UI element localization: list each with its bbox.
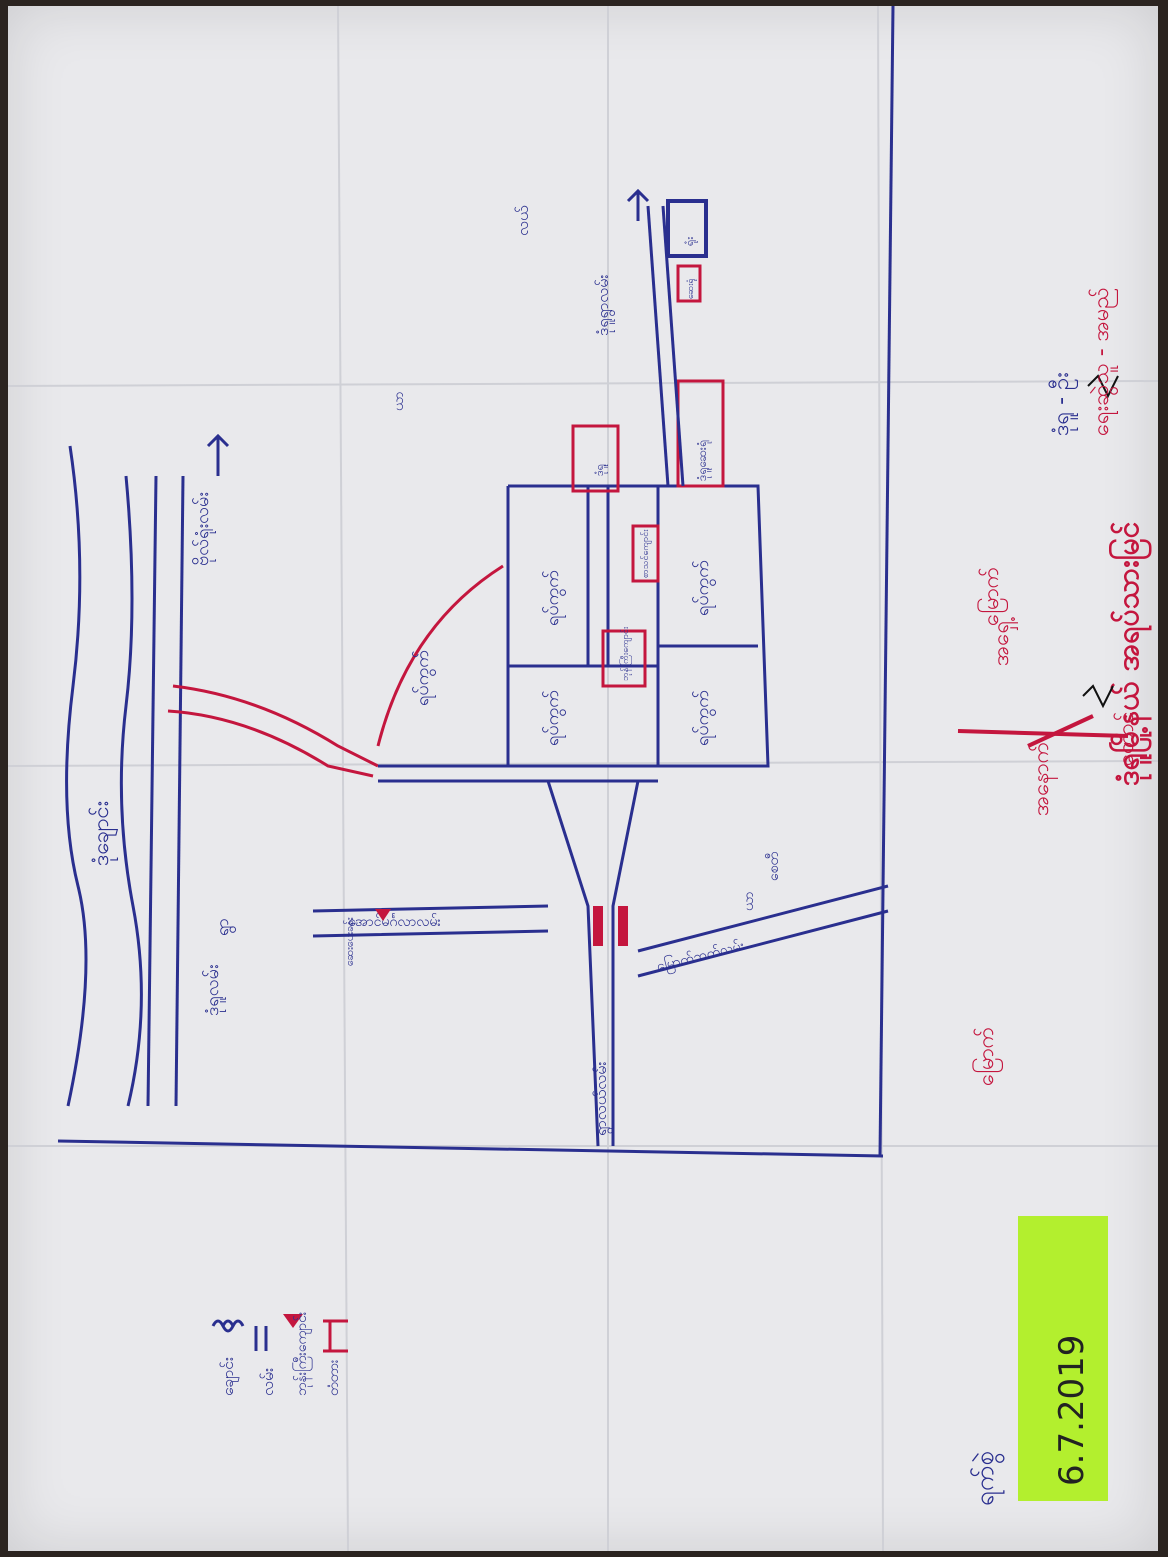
- red-road-a: [172, 684, 379, 768]
- compass-east: အရှေ့: [989, 616, 1019, 666]
- lower-road-a: [546, 780, 600, 1147]
- street-1: [312, 904, 549, 938]
- quarter-5-label: ရပ်ကွက်: [692, 690, 716, 746]
- map-border-right: [878, 5, 895, 1157]
- map-sheet: ဒုံချောင်း ဗိုလ်ရုံးလမ်း ရွာ ရွာလယ်လမ်း …: [7, 5, 1159, 1552]
- legend-river-icon: [211, 1319, 245, 1333]
- legend-marker-icon: [283, 1314, 303, 1328]
- legend-marker-label: ဘုန်းကြီးကျောင်း: [293, 1311, 312, 1396]
- red-road-c: [376, 564, 504, 747]
- river-line: [65, 445, 88, 1107]
- legend-road-icon: [254, 1326, 268, 1351]
- building-2-box: [666, 199, 708, 258]
- date-label: ရက်စွဲ: [969, 1451, 1005, 1506]
- building-4-label: ဒုံရူဆေးရုံ: [695, 440, 712, 481]
- date-box: [1018, 1216, 1108, 1501]
- quarter-4-label: ရပ်ကွက်: [692, 560, 716, 616]
- compass-south: တောင်: [1113, 711, 1139, 766]
- road-to-town-b: [661, 205, 685, 487]
- signature-line-1: ဒုံရူ - ဦး: [1048, 372, 1078, 436]
- north-label: မြောက်: [972, 1027, 1003, 1086]
- building-1-box: [571, 424, 620, 493]
- quarter-2-label: ရပ်ကွက်: [542, 570, 566, 626]
- school-label: စာသင်ကျောင်း: [640, 529, 652, 578]
- block-road-1: [508, 484, 770, 768]
- road-to-town-a: [646, 205, 670, 487]
- legend-river-label: ချောင်း: [218, 1357, 240, 1396]
- quarter-3-label: ရပ်ကွက်: [542, 690, 566, 746]
- bridge-2: [618, 906, 628, 946]
- pagoda-icon-label: စေတီ: [766, 852, 782, 881]
- quarter-1-label: ရပ်ကွက်: [412, 650, 436, 706]
- monastery-label: ဘုန်းကြီးကျောင်း: [619, 626, 632, 681]
- lower-street-label: ရွာလယ်လမ်း: [591, 1062, 613, 1137]
- field-label: လယ်: [513, 205, 532, 236]
- signature-line-2: ရေးဆွဲသူ - အမည်: [1088, 287, 1119, 436]
- compass-north: မြောက်: [977, 567, 1008, 626]
- title-squiggle: [1082, 374, 1119, 709]
- top-road-b: [174, 475, 185, 1107]
- legend: ချောင်း လမ်း ဘုန်းကြီးကျောင်း တံတား: [211, 1311, 348, 1396]
- right-road-label: ဒုံရူရွာလမ်း: [593, 275, 615, 337]
- map-title: ဒုံရူမြို့နယ် အရပ်သားမြင်: [1108, 521, 1153, 786]
- street-1-label: အောင်မင်္ဂလာလမ်း: [348, 914, 441, 930]
- hand-drawn-map: ဒုံချောင်း ဗိုလ်ရုံးလမ်း ရွာ ရွာလယ်လမ်း …: [7, 5, 1159, 1552]
- center-road: [586, 486, 610, 666]
- road-arrow: [626, 188, 650, 221]
- farm-1-label: ယာ: [391, 392, 407, 411]
- top-road-a: [146, 475, 158, 1107]
- river-label: ဒုံချောင်း: [88, 801, 118, 866]
- clinic-marker-icon: [375, 909, 391, 921]
- date-value: 6.7.2019: [1052, 1335, 1092, 1486]
- paper-folds: [7, 5, 1159, 1552]
- building-3-box: [676, 264, 702, 303]
- top-road-arrow: [206, 433, 230, 476]
- main-road-vertical: [506, 486, 660, 766]
- building-1-label: ဒုံရူ: [593, 464, 608, 476]
- school-box: [631, 524, 660, 583]
- lower-road-b: [611, 780, 640, 1146]
- compass-west: အနောက်: [1028, 742, 1058, 816]
- street-2: [637, 884, 889, 978]
- map-border-bottom: [57, 1139, 884, 1158]
- left-road-label: ဒုံရူလမ်း: [202, 965, 226, 1016]
- legend-road-label: လမ်း: [258, 1368, 277, 1396]
- farm-2-label: ယာ: [741, 892, 757, 911]
- river-bank: [119, 475, 143, 1107]
- top-road-label: ဗိုလ်ရုံးလမ်း: [192, 492, 216, 566]
- clinic-label: ဆေးပေးခန်း: [343, 917, 358, 966]
- monastery-box: [601, 629, 647, 688]
- building-2-label: ရုံး: [683, 237, 698, 246]
- red-road-b: [167, 709, 374, 778]
- top-road-dir-label: ရွာ: [212, 918, 236, 936]
- main-road-horizontal: [378, 764, 658, 783]
- legend-bridge-label: တံတား: [326, 1359, 342, 1396]
- bridge-1: [593, 906, 603, 946]
- building-3-label: ဆေးရုံ: [686, 278, 697, 299]
- legend-bridge-icon: [323, 1319, 348, 1353]
